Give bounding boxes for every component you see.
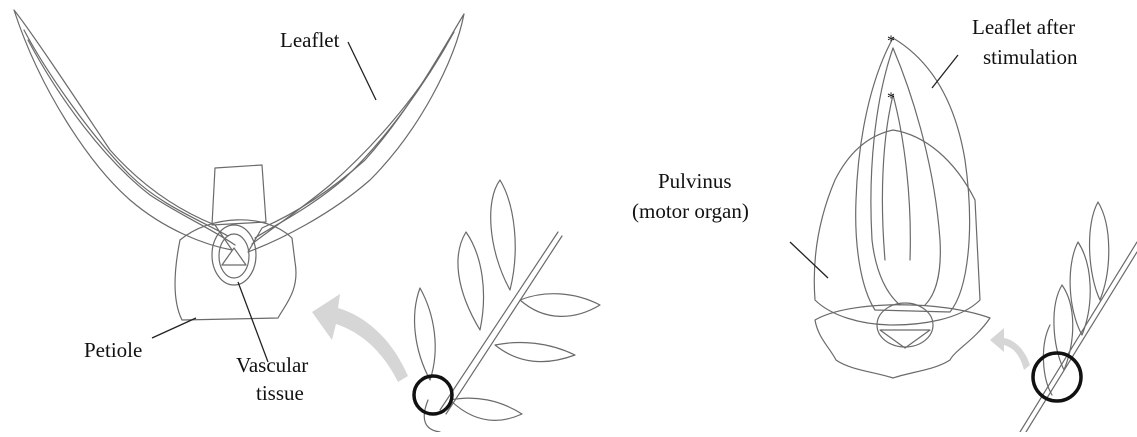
closed-leaflet-inner-1 [871, 48, 900, 305]
left-wing-inner-2 [28, 40, 235, 245]
sprig-leaflet-5 [415, 288, 436, 380]
sprig-leaflet-2 [458, 232, 484, 330]
closed-sprig-leaflet-1 [1090, 202, 1109, 300]
stimulation-mark-2: * [887, 90, 895, 107]
pulvinus-body [814, 130, 980, 325]
closed-sprig-leaflet-4 [1043, 325, 1052, 395]
label-leaflet-after-line2: stimulation [983, 45, 1078, 69]
label-pulvinus-line1: Pulvinus [658, 169, 732, 193]
vascular-core [222, 248, 246, 265]
petiole-body [175, 220, 296, 320]
open-section-drawing [14, 10, 464, 320]
closed-leaflet-outer [856, 38, 970, 312]
sprig-leaflet-6 [450, 398, 522, 420]
closed-sprig-rachis-2 [1026, 252, 1137, 432]
label-vascular-line2: tissue [256, 381, 304, 405]
petiole-leader-line [152, 318, 196, 338]
closed-leaflet-inner-3 [882, 95, 893, 260]
left-wing-inner [24, 30, 228, 236]
label-petiole: Petiole [84, 338, 142, 362]
vascular-leader-line [238, 282, 268, 362]
open-leaf-sprig [415, 180, 600, 432]
highlight-circle-left [414, 376, 452, 414]
closed-sprig-rachis [1020, 242, 1137, 432]
sprig-leaflet-3 [520, 294, 600, 317]
magnify-arrow-right [990, 328, 1030, 370]
closed-section-drawing: * * [814, 33, 990, 378]
label-leaflet-after-line1: Leaflet after [972, 15, 1075, 39]
label-pulvinus-line2: (motor organ) [632, 199, 749, 223]
petiole-top-knob [212, 165, 266, 225]
sprig-leaflet-1 [491, 180, 516, 290]
pulvinus-leader-line [790, 242, 828, 278]
sprig-rachis-2 [446, 236, 562, 414]
highlight-circle-right [1033, 353, 1081, 401]
sprig-leaflet-7 [424, 400, 440, 432]
leaflet-after-leader-line [932, 55, 958, 88]
label-vascular-line1: Vascular [236, 353, 308, 377]
closed-leaf-sprig [1020, 202, 1137, 432]
vascular-ring-inner [219, 234, 249, 278]
magnify-arrow-left [312, 294, 408, 382]
stimulation-mark-1: * [887, 33, 895, 50]
leaflet-leader-line [348, 42, 376, 100]
right-wing-inner [255, 32, 454, 238]
label-leaflet: Leaflet [280, 28, 340, 52]
left-wing-outer [14, 10, 232, 250]
sprig-leaflet-4 [495, 342, 575, 361]
closed-vascular-inner [880, 330, 930, 348]
closed-leaflet-inner-4 [893, 95, 910, 260]
right-wing-inner-2 [252, 46, 446, 244]
